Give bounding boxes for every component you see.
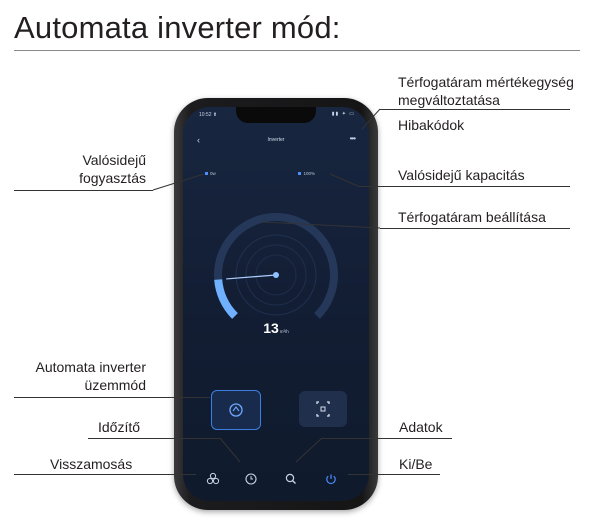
gauge-ring-core (255, 254, 297, 296)
callout-line-flow-setting (380, 228, 570, 229)
label-backwash: Visszamosás (50, 456, 133, 472)
consumption-value: 0w (210, 171, 216, 176)
screen-title: Inverter (267, 137, 285, 143)
label-auto-mode-l2: üzemmód (84, 377, 146, 393)
title-divider (14, 50, 580, 51)
realtime-consumption-readout: 0w (205, 171, 216, 176)
consumption-icon (205, 172, 208, 176)
callout-line-auto-mode (14, 397, 210, 398)
back-icon[interactable]: ‹ (197, 135, 200, 145)
gauge-ring-mid (245, 244, 307, 306)
flow-value-display: 13m³/h (183, 320, 369, 338)
callout-line-timer (88, 438, 220, 439)
status-time: 10:52 ⬆ (199, 112, 218, 118)
phone-screen: 10:52 ⬆ ▮▮ ✦ ▭ ‹ Inverter ••• 0w 100% 13… (183, 107, 369, 501)
expand-icon (316, 401, 330, 417)
label-realtime-consumption-l2: fogyasztás (79, 170, 146, 186)
label-power: Ki/Be (399, 456, 433, 472)
gauge-needle[interactable] (226, 274, 277, 280)
callout-line-power (348, 474, 440, 475)
gauge-ring-inner (235, 234, 317, 316)
backwash-icon[interactable] (205, 471, 221, 487)
realtime-capacity-readout: 100% (298, 171, 315, 176)
manual-mode-button[interactable] (299, 391, 347, 427)
power-icon[interactable] (323, 471, 339, 487)
phone-mockup: 10:52 ⬆ ▮▮ ✦ ▭ ‹ Inverter ••• 0w 100% 13… (174, 98, 378, 510)
phone-notch (236, 107, 316, 123)
timer-icon[interactable] (243, 471, 259, 487)
callout-line-data (322, 438, 452, 439)
auto-mode-icon (229, 403, 243, 417)
label-realtime-consumption-l1: Valósidejű (82, 152, 146, 168)
label-flow-setting: Térfogatáram beállítása (398, 209, 546, 225)
search-icon[interactable] (283, 471, 299, 487)
bottom-nav (183, 465, 369, 501)
flow-unit[interactable]: m³/h (279, 329, 289, 334)
callout-line-consumption (14, 190, 153, 191)
gauge-hub (273, 272, 279, 278)
page-title: Automata inverter mód: (14, 10, 341, 45)
label-error-codes: Hibakódok (398, 117, 465, 133)
capacity-value: 100% (303, 171, 315, 176)
gauge-fill (214, 279, 238, 319)
label-timer: Időzítő (98, 419, 141, 435)
status-icons: ▮▮ ✦ ▭ (331, 111, 355, 117)
label-data: Adatok (399, 419, 443, 435)
flow-value: 13 (263, 320, 279, 336)
flow-gauge[interactable] (200, 199, 352, 329)
gauge-track (214, 213, 338, 319)
capacity-icon (298, 172, 302, 176)
label-flow-unit-change-l2: megváltoztatása (398, 92, 500, 108)
label-realtime-capacity: Valósidejű kapacitás (398, 167, 525, 183)
callout-line-backwash (14, 474, 196, 475)
label-flow-unit-change-l1: Térfogatáram mértékegység (398, 74, 574, 90)
callout-line-flow-unit (380, 109, 570, 110)
callout-line-capacity (358, 186, 570, 187)
more-icon[interactable]: ••• (349, 134, 356, 143)
label-auto-mode-l1: Automata inverter (35, 359, 147, 375)
auto-inverter-mode-button[interactable] (211, 390, 261, 430)
